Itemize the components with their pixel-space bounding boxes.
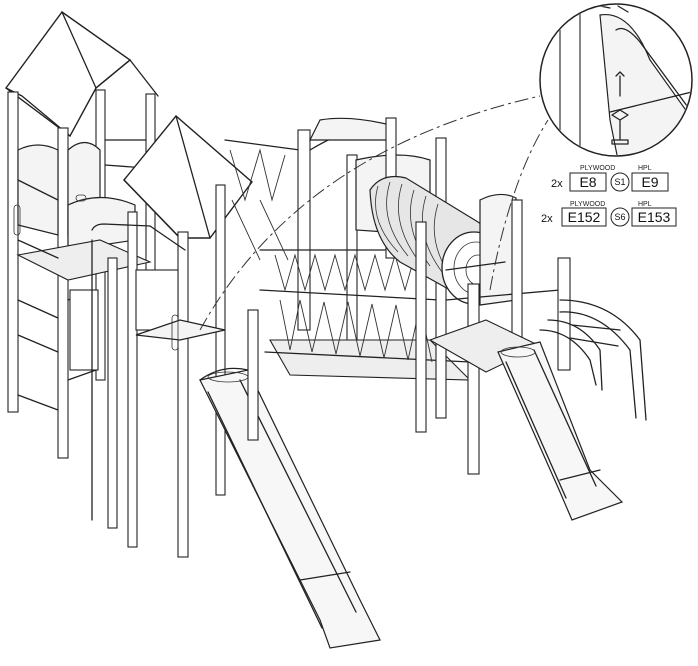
left-tower-post-front	[7, 91, 19, 413]
row2-quantity: 2x	[541, 213, 553, 225]
row2-plywood-code: E152	[568, 209, 601, 225]
part-legend: PLYWOOD HPL 2x E8 S1 E9 PLYWOOD HPL 2x E…	[541, 165, 677, 227]
row1-plywood-code: E8	[579, 174, 596, 190]
row1-symbol: S1	[614, 177, 625, 187]
left-tower-deck	[16, 239, 152, 281]
left-tower-roof	[5, 11, 132, 138]
tube-tunnel	[309, 117, 561, 419]
row1-hpl-code: E9	[641, 174, 658, 190]
row2-hpl-code: E153	[638, 209, 671, 225]
center-tower	[91, 114, 253, 558]
row1-quantity: 2x	[551, 178, 563, 190]
center-slide	[199, 309, 381, 649]
row2-hpl-label: HPL	[638, 201, 652, 208]
center-tower-roof	[123, 114, 253, 239]
row2-symbol: S6	[614, 212, 625, 222]
bolt-screw-icon	[611, 109, 629, 145]
row2-plywood-label: PLYWOOD	[570, 201, 605, 208]
row1-hpl-label: HPL	[638, 165, 652, 172]
left-tower	[5, 11, 159, 459]
row1-plywood-label: PLYWOOD	[580, 165, 615, 172]
right-slide	[497, 341, 624, 521]
